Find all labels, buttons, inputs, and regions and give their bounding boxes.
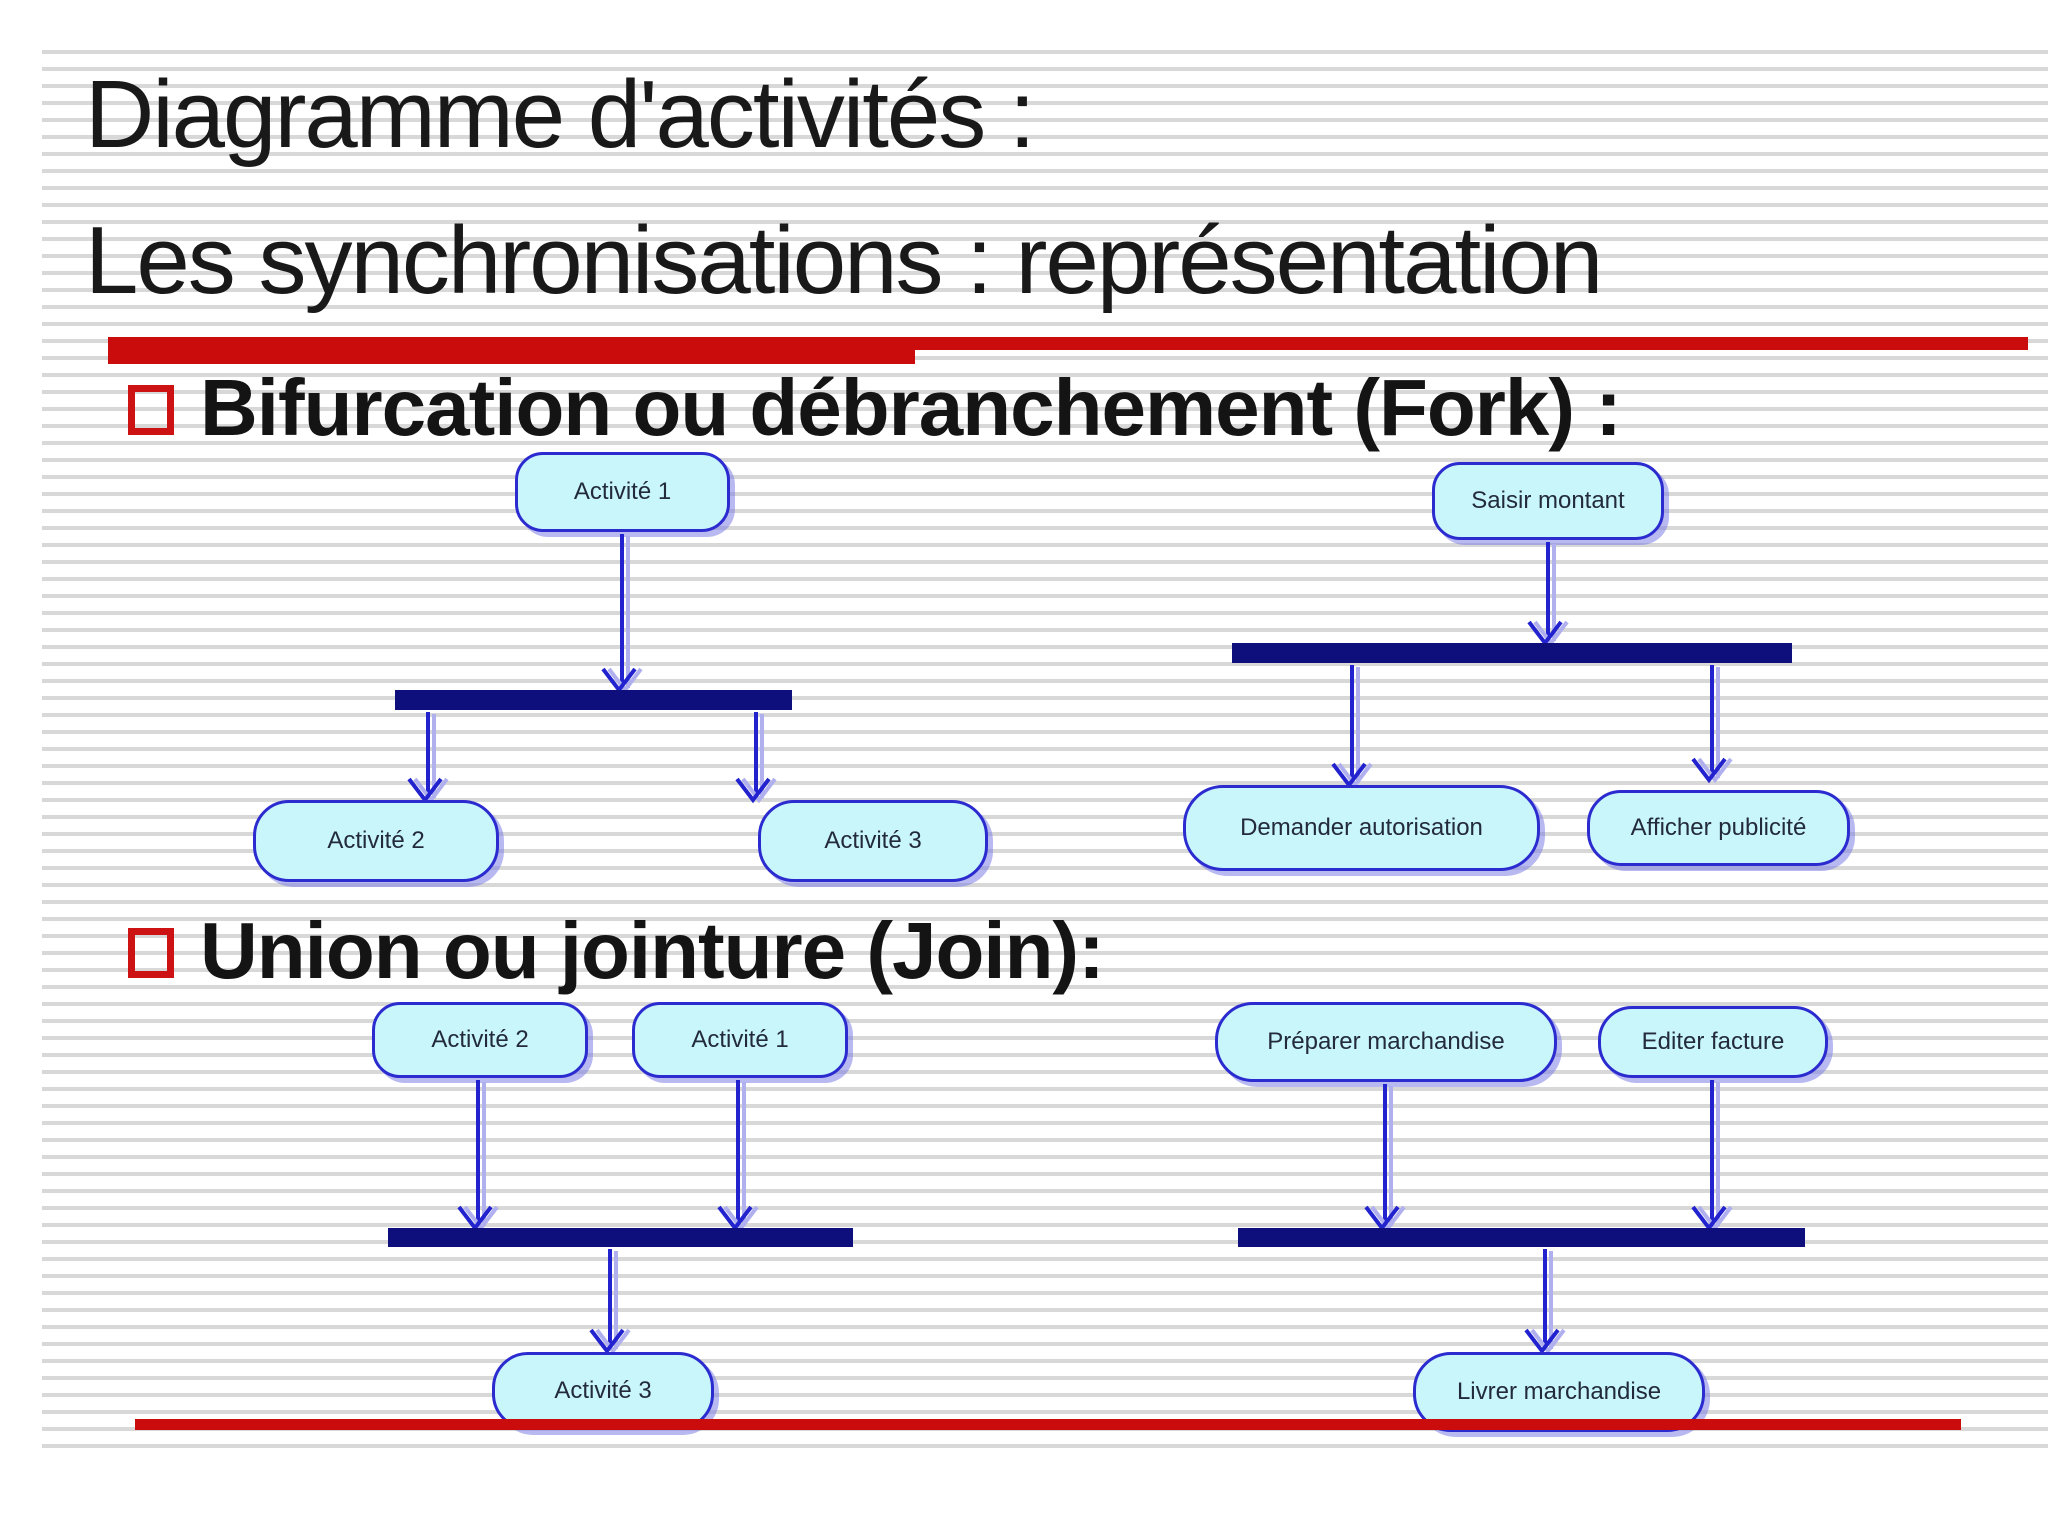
title-underline-thick (108, 337, 915, 364)
activity-node-label: Activité 2 (431, 1026, 529, 1053)
flow-arrow (407, 712, 449, 804)
slide-title: Diagramme d'activités : Les synchronisat… (85, 42, 2035, 334)
arrowhead-icon (589, 1328, 631, 1355)
activity-node: Saisir montant (1432, 462, 1664, 540)
activity-node: Livrer marchandise (1413, 1352, 1705, 1432)
activity-node-label: Editer facture (1641, 1028, 1785, 1055)
flow-arrow (717, 1080, 759, 1232)
arrowhead-icon (1691, 757, 1733, 784)
join-sync-bar (388, 1228, 853, 1247)
fork-sync-bar (395, 690, 792, 710)
flow-arrow (1364, 1084, 1406, 1232)
activity-node-label: Activité 1 (573, 478, 672, 505)
fork-sync-bar (1232, 643, 1792, 663)
flow-arrow (1691, 1080, 1733, 1232)
activity-node-label: Demander autorisation (1240, 814, 1483, 841)
activity-node: Activité 2 (253, 800, 499, 882)
activity-node: Activité 2 (372, 1002, 588, 1078)
flow-arrow (457, 1080, 499, 1232)
activity-node-label: Activité 1 (691, 1026, 789, 1053)
section-heading-fork: Bifurcation ou débranchement (Fork) : (200, 363, 1622, 452)
flow-arrow (589, 1249, 631, 1355)
activity-node: Activité 3 (758, 800, 988, 882)
activity-node: Préparer marchandise (1215, 1002, 1557, 1082)
flow-arrow (735, 712, 777, 804)
activity-node-label: Saisir montant (1471, 487, 1625, 514)
slide-title-line1: Diagramme d'activités : (85, 61, 1036, 168)
activity-node-label: Livrer marchandise (1456, 1378, 1662, 1405)
activity-node-label: Activité 3 (824, 827, 922, 854)
section-heading-join: Union ou jointure (Join): (200, 906, 1105, 995)
flow-arrow (1691, 665, 1733, 784)
bullet-square-icon (128, 928, 174, 978)
activity-node: Editer facture (1598, 1006, 1828, 1078)
flow-arrow (1524, 1249, 1566, 1355)
bullet-square-icon (128, 385, 174, 435)
flow-arrow (1331, 665, 1373, 789)
activity-node: Activité 1 (632, 1002, 848, 1078)
activity-node-label: Activité 2 (327, 827, 425, 854)
activity-node-label: Afficher publicité (1630, 814, 1807, 841)
activity-node-label: Activité 3 (554, 1377, 652, 1404)
activity-node: Afficher publicité (1587, 790, 1850, 866)
activity-node-label: Préparer marchandise (1267, 1028, 1505, 1055)
arrowhead-icon (735, 777, 777, 804)
slide-title-line2: Les synchronisations : représentation (85, 207, 1603, 314)
flow-arrow (1527, 542, 1569, 647)
flow-arrow (601, 534, 643, 694)
activity-node: Demander autorisation (1183, 785, 1540, 871)
footer-rule (135, 1419, 1961, 1430)
activity-node: Activité 1 (515, 452, 730, 532)
arrowhead-icon (1524, 1328, 1566, 1355)
join-sync-bar (1238, 1228, 1805, 1247)
title-underline-thin (915, 337, 2028, 350)
activity-node: Activité 3 (492, 1352, 714, 1430)
